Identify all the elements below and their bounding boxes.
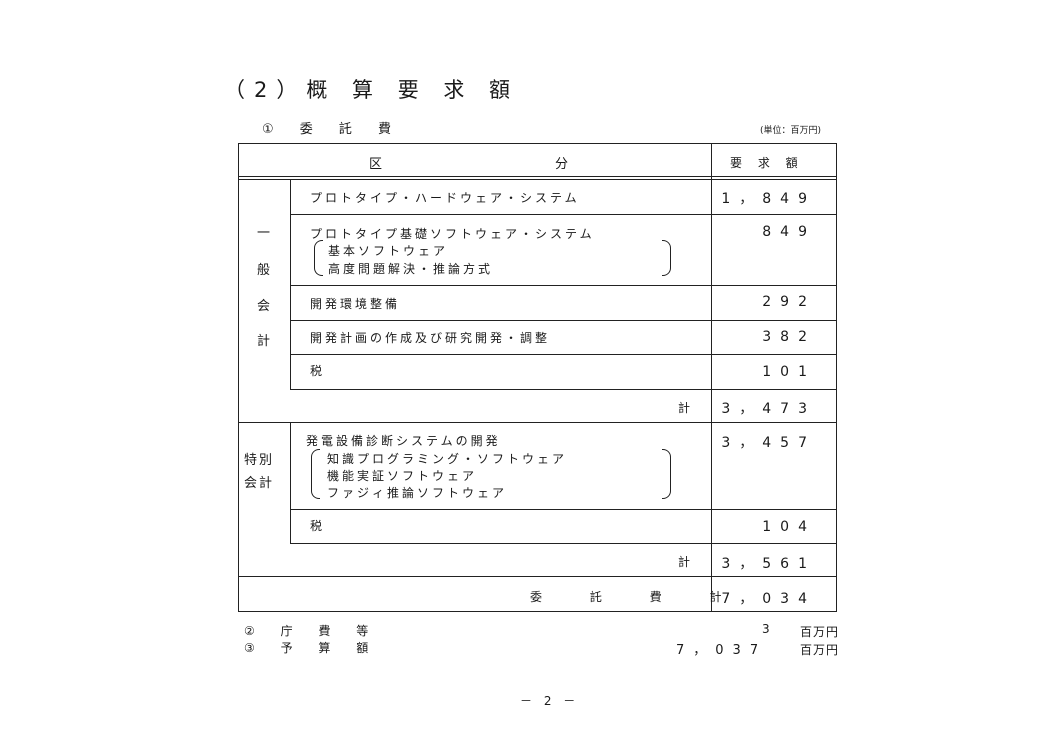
- special-label: 会計: [244, 476, 275, 491]
- header-category-2: 分: [555, 157, 572, 172]
- budget-amount-value: 7，037: [676, 643, 768, 658]
- row-amount: 1，849: [721, 191, 816, 207]
- row-line: [290, 214, 836, 215]
- total-label: 委 託 費 計: [530, 590, 744, 604]
- general-subtotal-line: [239, 422, 836, 423]
- bracket-left: [311, 449, 320, 499]
- bracket-left: [314, 240, 323, 276]
- subtotal-label: 計: [678, 401, 694, 415]
- subtotal-amount: 3，473: [721, 401, 816, 417]
- header-line-1: [239, 176, 836, 177]
- row-label: 開発環境整備: [310, 297, 401, 311]
- row-line: [290, 354, 836, 355]
- table-top-border: [239, 143, 836, 144]
- special-label: 特別: [244, 453, 275, 468]
- row-sub-label: 基本ソフトウェア: [328, 244, 449, 258]
- row-sub-label: 知識プログラミング・ソフトウェア: [327, 452, 568, 466]
- row-label: 税: [310, 364, 326, 378]
- general-label-char: 計: [257, 334, 271, 349]
- row-sub-label: 機能実証ソフトウェア: [327, 469, 478, 483]
- special-label-divider: [290, 423, 291, 543]
- table-right-border: [836, 143, 837, 612]
- total-amount: 7，034: [721, 591, 816, 607]
- row-amount: 292: [762, 294, 816, 310]
- row-amount: 382: [762, 329, 816, 345]
- office-expenses-label: ② 庁 費 等: [244, 624, 380, 638]
- row-sub-label: ファジィ推論ソフトウェア: [327, 486, 508, 500]
- office-expenses-unit: 百万円: [800, 625, 840, 639]
- row-amount: 849: [762, 224, 816, 240]
- row-label: 開発計画の作成及び研究開発・調整: [310, 331, 551, 345]
- general-label-char: 会: [257, 299, 271, 314]
- row-label: 税: [310, 519, 326, 533]
- header-line-2: [239, 179, 836, 180]
- row-amount: 3，457: [721, 435, 816, 451]
- row-amount: 104: [762, 519, 816, 535]
- row-line: [290, 389, 836, 390]
- row-label: プロトタイプ基礎ソフトウェア・システム: [310, 227, 595, 241]
- table-left-border: [238, 143, 239, 612]
- general-label-char: 一: [257, 226, 271, 241]
- page-title: （2）概 算 要 求 額: [224, 78, 520, 102]
- unit-note: (単位：百万円): [760, 126, 822, 136]
- general-label-char: 般: [257, 263, 271, 278]
- row-line: [290, 509, 836, 510]
- section-heading: ① 委 託 費: [262, 122, 403, 137]
- row-label: プロトタイプ・ハードウェア・システム: [310, 191, 580, 205]
- bracket-right: [662, 449, 671, 499]
- budget-amount-unit: 百万円: [800, 643, 840, 657]
- subtotal-label: 計: [678, 555, 694, 569]
- row-sub-label: 高度問題解決・推論方式: [328, 262, 494, 276]
- amount-column-divider: [711, 143, 712, 612]
- budget-amount-label: ③ 予 算 額: [244, 641, 380, 655]
- page-number: － 2 －: [520, 694, 580, 708]
- table-bottom-border: [239, 611, 836, 612]
- bracket-right: [662, 240, 671, 276]
- row-line: [290, 543, 836, 544]
- general-label-divider: [290, 180, 291, 389]
- row-line: [290, 320, 836, 321]
- header-category: 区: [369, 157, 386, 172]
- header-amount: 要 求 額: [730, 156, 804, 170]
- special-subtotal-line: [239, 576, 836, 577]
- subtotal-amount: 3，561: [721, 556, 816, 572]
- row-line: [290, 285, 836, 286]
- row-label: 発電設備診断システムの開発: [306, 434, 501, 448]
- row-amount: 101: [762, 364, 816, 380]
- office-expenses-value: 3: [762, 622, 770, 636]
